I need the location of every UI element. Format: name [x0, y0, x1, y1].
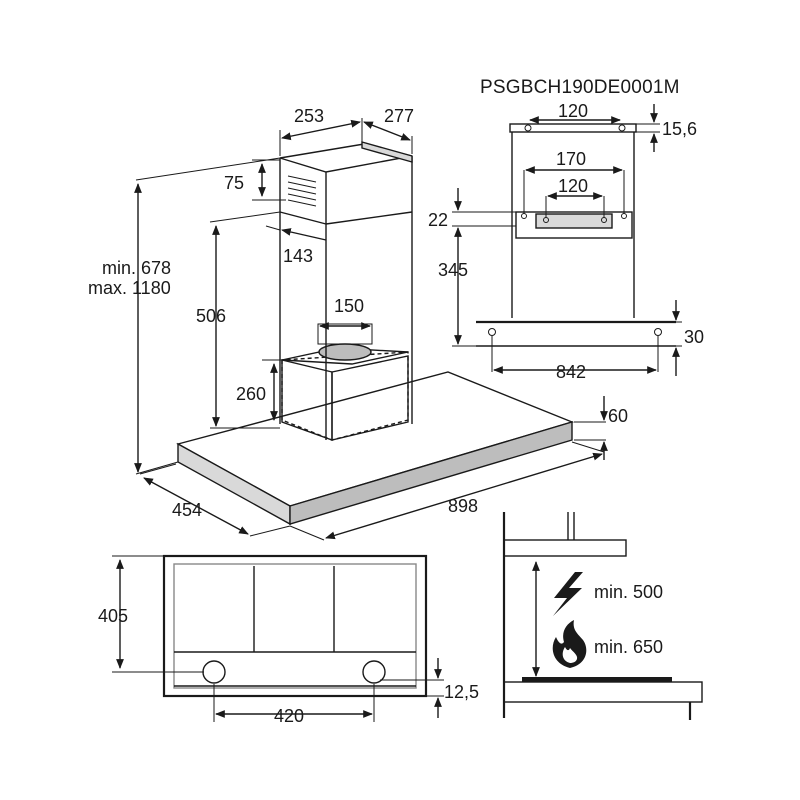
main-dimension-lines	[134, 118, 608, 541]
clearance-view	[502, 512, 703, 720]
lightning-bolt-icon	[553, 572, 583, 616]
clearance-gas-label: min. 650	[594, 637, 663, 657]
bracket-mounting-view	[476, 123, 676, 372]
chimney	[279, 141, 413, 440]
bracket-dimension-lines	[452, 104, 682, 376]
model-code: PSGBCH190DE0001M	[480, 77, 680, 98]
dim-front-hole-offset: 12,5	[444, 682, 479, 702]
dim-bracket-span: 170	[556, 149, 586, 169]
underside-dimension-lines	[112, 555, 444, 722]
dim-vent-offset: 143	[283, 246, 313, 266]
flame-icon	[552, 620, 587, 668]
dim-min-height: min. 678	[102, 258, 171, 278]
dim-hood-thickness: 60	[608, 406, 628, 426]
dim-max-height: max. 1180	[88, 278, 171, 298]
dim-outlet-diameter: 150	[334, 296, 364, 316]
hood-underside-view	[162, 554, 428, 698]
dim-bracket-holes-top: 120	[558, 101, 588, 121]
dim-hood-hole-offset: 30	[684, 327, 704, 347]
dim-hood-holes-span: 842	[556, 362, 586, 382]
dim-upper-chimney: 506	[196, 306, 226, 326]
chimney-vent-slats	[287, 175, 317, 207]
dim-bracket-offset-top: 15,6	[662, 119, 697, 139]
dim-front-holes-span: 420	[274, 706, 304, 726]
dim-hood-width: 898	[448, 496, 478, 516]
hood-isometric-view	[176, 141, 575, 526]
dim-chimney-width: 253	[294, 106, 324, 126]
dim-motor-box-height: 260	[236, 384, 266, 404]
clearance-electric-label: min. 500	[594, 582, 663, 602]
dim-bracket-holes-mid: 120	[558, 176, 588, 196]
dim-hood-depth: 454	[172, 500, 202, 520]
dim-vent-height: 75	[224, 173, 244, 193]
dim-bracket-to-hood: 345	[438, 260, 468, 280]
dim-bracket-offset-mid: 22	[428, 210, 448, 230]
dim-chimney-depth: 277	[384, 106, 414, 126]
dim-front-depth: 405	[98, 606, 128, 626]
motor-box	[281, 343, 409, 441]
